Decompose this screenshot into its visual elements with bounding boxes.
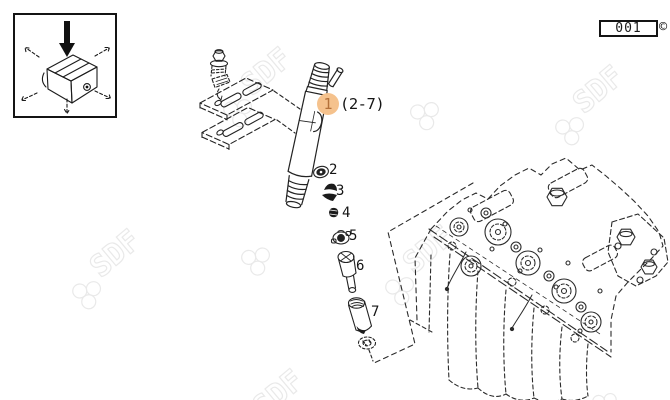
part-label-7[interactable]: 7 [371,304,380,320]
part-5-holder [330,229,352,245]
engine-block-glyph [41,54,98,104]
part-2-washer [313,165,329,179]
injector-drawing [285,62,344,209]
part-label-6[interactable]: 6 [356,258,365,274]
part-4-nut [329,207,339,218]
callout-number-badge[interactable]: 1 [317,93,339,115]
part-label-2[interactable]: 2 [329,162,338,178]
engine-orientation-icon [20,21,112,115]
copyright-symbol: © [659,19,668,35]
small-parts-drawings [313,165,377,362]
callout-part-1[interactable]: 1 (2-7) [317,93,385,115]
part-label-5[interactable]: 5 [349,228,358,244]
part-6-sleeve [337,250,357,293]
locator-thumbnail[interactable] [13,13,117,118]
heat-shield-plates-drawing [199,77,301,151]
part-7-nozzle [347,297,373,334]
cylinder-head-drawing [373,157,669,400]
sheet-code: 001 [615,21,642,36]
part-3-seal [322,183,337,201]
part-label-4[interactable]: 4 [342,205,351,221]
svg-text:SDF: SDF [83,223,147,285]
callout-range: (2-7) [340,95,385,113]
sheet-code-box: 001 [599,20,658,37]
direction-arrows [20,46,112,115]
down-arrow-icon [59,21,75,57]
svg-text:SDF: SDF [566,59,630,121]
svg-text:SDF: SDF [234,41,298,103]
part-label-3[interactable]: 3 [336,183,345,199]
svg-text:SDF: SDF [246,363,310,400]
clamp-bolt-drawing [209,49,231,101]
part-7-washer-phantom [357,336,377,350]
